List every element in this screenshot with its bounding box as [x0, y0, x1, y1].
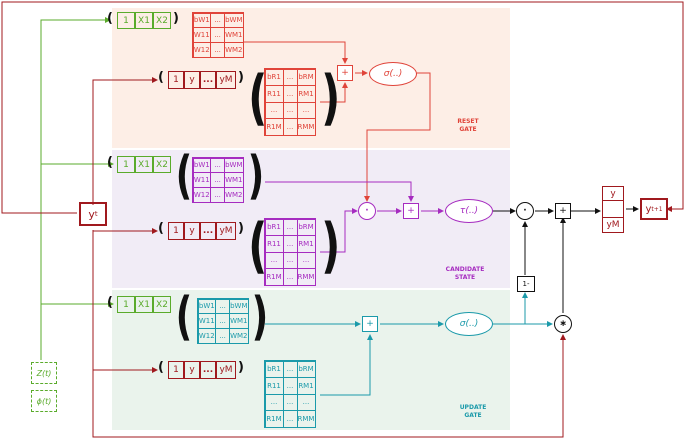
reset-exog-x2: X2 [153, 12, 171, 29]
upd-exog-x2: X2 [153, 296, 171, 313]
cand-w-open-paren: ( [175, 146, 193, 206]
cand-r-open-paren: ( [248, 211, 268, 281]
cand-y-close-paren: ) [238, 221, 244, 236]
phi-input-box: ϕ(t) [31, 390, 57, 412]
reset-sigma-activation: σ(..) [369, 62, 417, 86]
upd-sigma-activation: σ(..) [445, 312, 493, 336]
reset-exog-open-paren: ( [107, 11, 113, 26]
upd-exog-x1: X1 [135, 296, 153, 313]
reset-exog-x1: X1 [135, 12, 153, 29]
cand-w-close-paren: ) [247, 146, 265, 206]
reset-plus-node: + [337, 65, 353, 81]
y-next-subscript: t+1 [651, 205, 663, 213]
combination-lines [493, 206, 639, 313]
phi-label: ϕ(t) [36, 396, 52, 406]
upd-y-1: 1 [168, 361, 184, 379]
one-minus-node: 1- [517, 276, 535, 292]
output-vector-y: y [602, 186, 624, 201]
output-vector-yM: yM [602, 217, 624, 233]
upd-plus-node: + [362, 316, 378, 332]
cand-exog-x2: X2 [153, 156, 171, 173]
exogenous-input-lines [40, 17, 114, 360]
cand-r-matrix: bR1...bRM R11...RM1 ......... R1M...RMM [264, 218, 316, 286]
reset-y-1: 1 [168, 71, 184, 89]
output-vector-dots: ... [602, 201, 624, 217]
cand-y-y: y [184, 222, 200, 240]
cand-r-close-paren: ) [321, 211, 341, 281]
upd-w-matrix: bW1...bWM W11...WM1 W12...WM2 [197, 298, 249, 344]
upd-exog-open-paren: ( [107, 295, 113, 310]
yt-label: y [88, 207, 95, 221]
upd-y-y: y [184, 361, 200, 379]
upd-w-open-paren: ( [175, 287, 193, 347]
reset-gate-panel [112, 8, 510, 148]
reset-exog-1: 1 [117, 12, 135, 29]
update-gate-lines [265, 292, 553, 396]
cand-y-open-paren: ( [158, 221, 164, 236]
reset-y-dots: ... [200, 71, 216, 89]
upd-y-open-paren: ( [158, 360, 164, 375]
reset-r-close-paren: ) [321, 63, 341, 133]
combine-dot-node: · [516, 202, 534, 220]
candidate-state-lines [265, 181, 444, 253]
cand-exog-open-paren: ( [107, 155, 113, 170]
upd-y-yM: yM [216, 361, 236, 379]
cand-y-dots: ... [200, 222, 216, 240]
upd-exog-1: 1 [117, 296, 135, 313]
reset-y-y: y [184, 71, 200, 89]
reset-exog-close-paren: ) [173, 11, 179, 26]
cand-y-yM: yM [216, 222, 236, 240]
upd-r-matrix: bR1...bRM R11...RM1 ......... R1M...RMM [264, 360, 316, 428]
upd-y-close-paren: ) [238, 360, 244, 375]
y-next-label: y [645, 203, 652, 215]
reset-y-yM: yM [216, 71, 236, 89]
reset-y-close-paren: ) [238, 70, 244, 85]
cand-exog-x1: X1 [135, 156, 153, 173]
z-input-box: Z(t) [31, 362, 57, 384]
combine-plus-node: + [555, 203, 571, 219]
reset-r-open-paren: ( [248, 63, 268, 133]
yt-subscript: t [94, 210, 98, 218]
cand-plus-node: + [403, 203, 419, 219]
upd-y-dots: ... [200, 361, 216, 379]
z-label: Z(t) [36, 368, 52, 378]
reset-y-open-paren: ( [158, 70, 164, 85]
reset-r-matrix: bR1...bRM R11...RM1 ......... R1M...RMM [264, 68, 316, 136]
cand-tau-activation: τ(..) [445, 199, 493, 223]
cand-exog-1: 1 [117, 156, 135, 173]
reset-w-matrix: bW1...bWM W11...WM1 W12...WM2 [192, 12, 244, 58]
cand-y-1: 1 [168, 222, 184, 240]
combine-star-node: ∗ [554, 315, 572, 333]
cand-dot-node: · [358, 202, 376, 220]
reset-gate-lines [244, 41, 431, 202]
upd-w-close-paren: ) [251, 287, 269, 347]
cand-w-matrix: bW1...bWM W11...WM1 W12...WM2 [192, 157, 244, 203]
